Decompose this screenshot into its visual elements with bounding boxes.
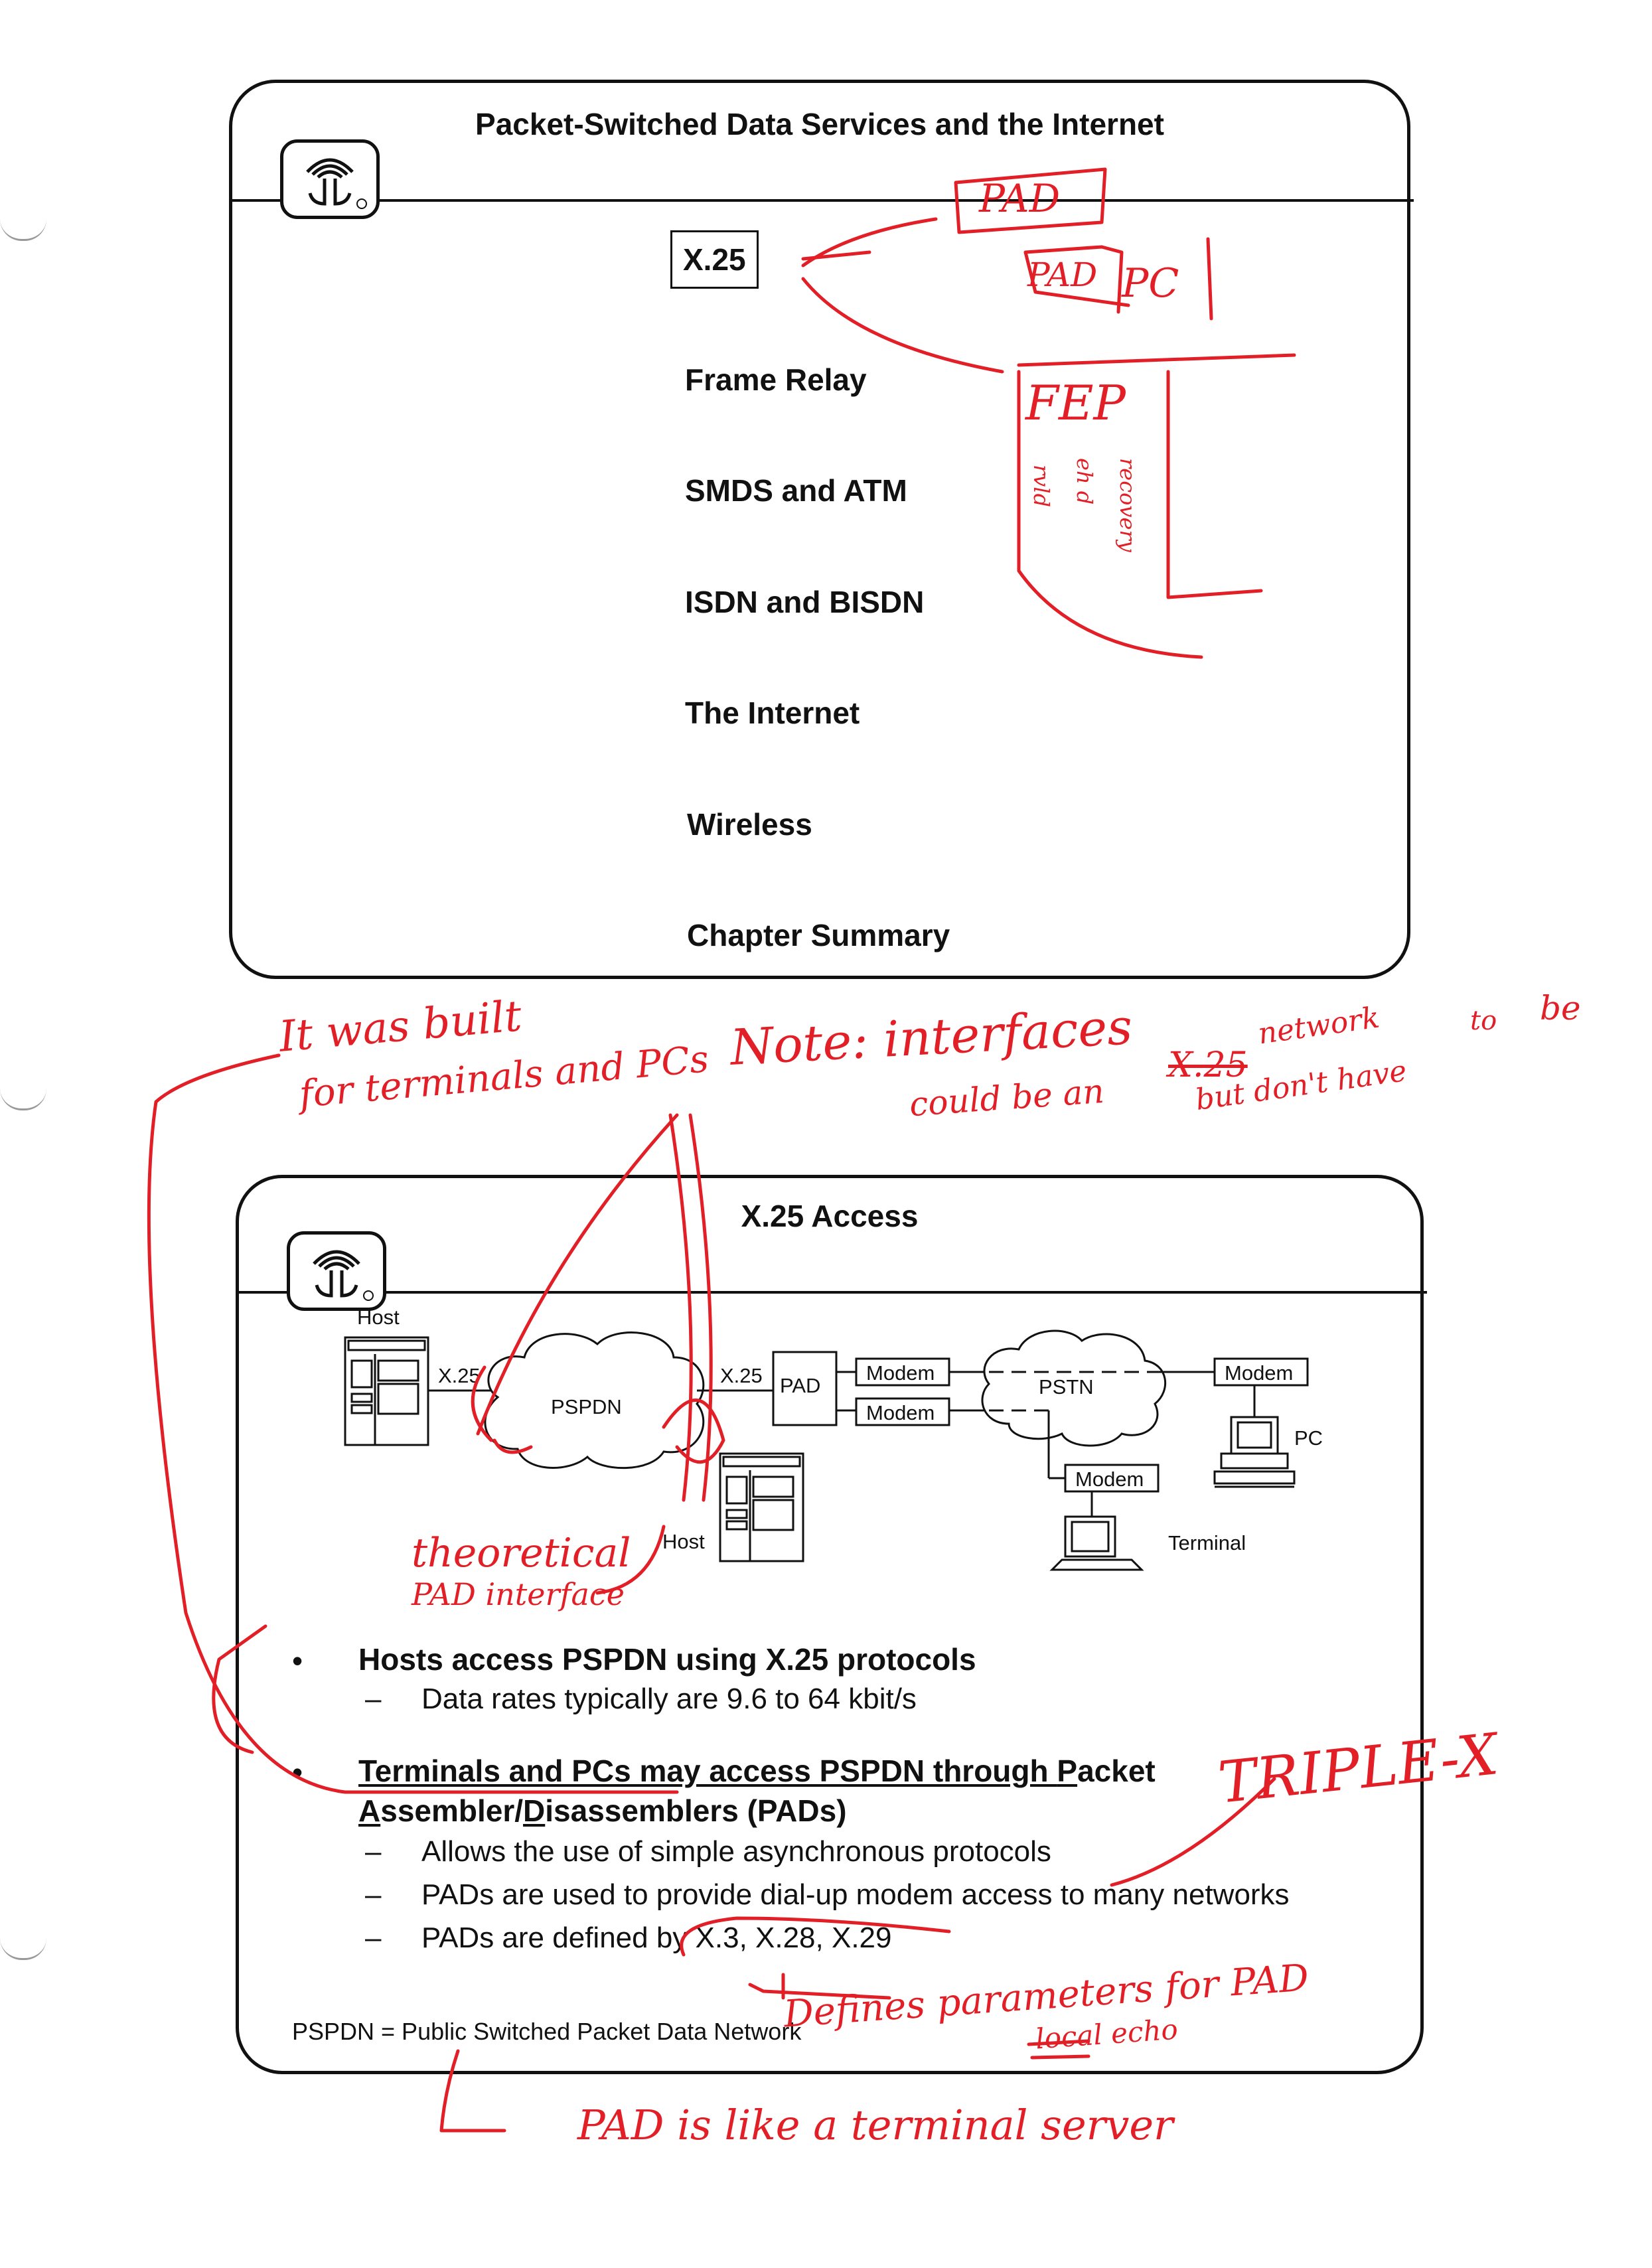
annotation-note-line1b: network [1256,1000,1382,1051]
text-fragment: acket [1077,1754,1156,1788]
modem-pc-label: Modem [1225,1361,1293,1385]
menu-item-wireless[interactable]: Wireless [687,807,812,842]
sub-dash: – [365,1878,382,1911]
slide-contents: X.25 Access Host X.25 PSPDN [236,1175,1427,2074]
sub-dash: – [365,1922,382,1954]
slide-title: Packet-Switched Data Services and the In… [475,107,1164,141]
host-bottom-label: Host [662,1530,705,1553]
footnote: PSPDN = Public Switched Packet Data Netw… [292,2018,802,2045]
modem-box [855,1357,950,1387]
bullet-hosts: Hosts access PSPDN using X.25 protocols [358,1642,976,1677]
annotation-pad-terminal: PAD is like a terminal server [577,2101,1173,2149]
sub-dash: – [365,1835,382,1868]
logo [280,139,380,219]
bullet-dot: • [292,1643,303,1678]
slide-contents: Packet-Switched Data Services and the In… [229,80,1414,979]
pspdn-label: PSPDN [551,1395,622,1418]
annotation-note-line2a: could be an [908,1071,1106,1124]
sub-bullet: PADs are used to provide dial-up modem a… [421,1878,1290,1911]
menu-item-smds-atm[interactable]: SMDS and ATM [685,473,907,508]
sub-dash: – [365,1683,382,1715]
pstn-label: PSTN [1039,1375,1094,1399]
modem-b-label: Modem [866,1401,935,1424]
underlined-letter: A [358,1793,381,1828]
text-fragment: ssembler/ [380,1793,524,1828]
annotation-fep-left: rvld [1029,465,1054,508]
annotation-note: Note: interfaces [729,998,1134,1077]
underlined-letter: P [1057,1754,1078,1788]
bullet-dot: • [292,1755,303,1789]
menu-item-internet[interactable]: The Internet [685,696,860,730]
underlined-letter: D [523,1793,546,1828]
sub-bullet: Allows the use of simple asynchronous pr… [421,1835,1051,1868]
title-divider [239,1291,1427,1294]
annotation-note-x25: X.25 [1168,1045,1248,1085]
x25-right-label: X.25 [720,1364,763,1387]
annotation-fep: FEP [1025,375,1126,431]
text-fragment: Terminals and PCs may access PSPDN throu… [358,1754,1057,1788]
pad-label: PAD [780,1374,820,1397]
stanford-tree-logo-icon [313,1250,374,1301]
modem-box [1064,1464,1160,1493]
annotation-theoretical-1: theoretical [412,1530,631,1576]
terminal-icon [1049,1515,1144,1571]
host-computer-icon [719,1452,804,1562]
text-fragment: isassemblers (PADs) [545,1793,847,1828]
bullet-terminals-line2: Assembler/Disassemblers (PADs) [358,1793,847,1829]
annotation-note-be: be [1540,989,1581,1027]
annotation-note-to: to [1470,1006,1497,1036]
pc-icon [1213,1416,1296,1488]
x25-access-diagram: Host X.25 PSPDN X.25 PAD Modem Modem [344,1306,1323,1571]
annotation-pad: PAD [1027,256,1098,294]
title-divider [232,199,1414,202]
host-computer-icon [344,1336,429,1446]
bullet-terminals-line1: Terminals and PCs may access PSPDN throu… [358,1753,1156,1789]
modem-box [1213,1357,1309,1387]
menu-item-frame-relay[interactable]: Frame Relay [685,362,867,397]
menu-item-isdn-bisdn[interactable]: ISDN and BISDN [685,585,925,619]
stanford-tree-logo-icon [306,158,367,209]
menu-item-x25[interactable]: X.25 [670,230,759,289]
annotation-fep-right: recovery [1115,458,1140,552]
sub-bullet: PADs are defined by X.3, X.28, X.29 [421,1922,892,1954]
pstn-cloud-icon [981,1329,1166,1447]
annotation-theoretical-2: PAD interface [412,1576,625,1612]
annotation-pad-box: PAD [979,176,1061,221]
modem-term-label: Modem [1075,1468,1144,1491]
annotation-pc: PC [1122,260,1179,307]
binder-hole [0,1938,46,1960]
binder-hole [0,1089,46,1110]
host-top-label: Host [357,1306,400,1329]
menu-item-chapter-summary[interactable]: Chapter Summary [687,918,950,952]
modem-a-label: Modem [866,1361,935,1385]
pad-box [772,1351,838,1426]
annotation-built-line1: It was built [277,992,524,1062]
x25-left-label: X.25 [438,1364,481,1387]
sub-bullet: Data rates typically are 9.6 to 64 kbit/… [421,1683,917,1715]
modem-box [855,1397,950,1426]
pc-label: PC [1294,1426,1323,1450]
annotation-fep-mid: eh d [1072,458,1097,505]
binder-hole [0,219,46,241]
terminal-label: Terminal [1168,1531,1246,1554]
slide-title: X.25 Access [741,1199,919,1233]
